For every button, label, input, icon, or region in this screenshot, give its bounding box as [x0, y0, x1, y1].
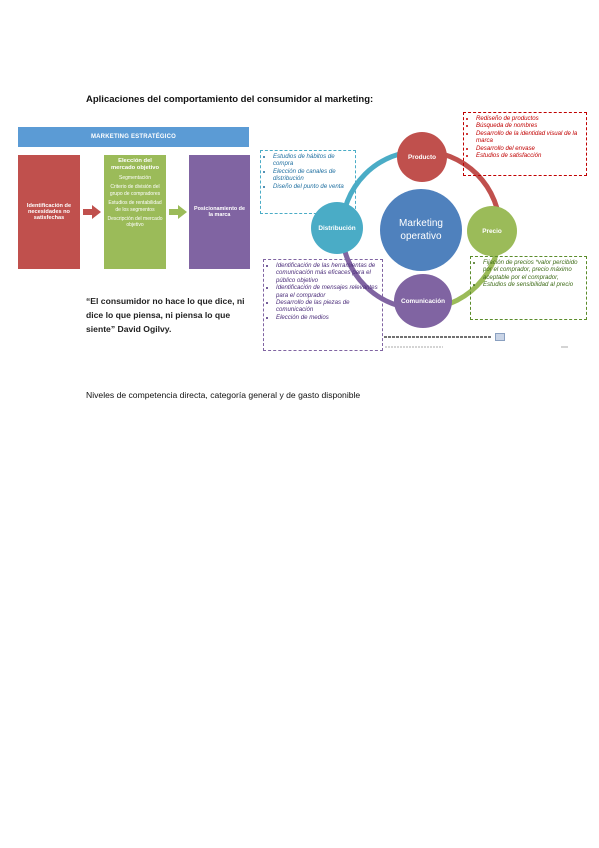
arrow-right-icon [169, 205, 187, 219]
arrow-right-icon [83, 205, 101, 219]
note-item: Rediseño de productos [476, 115, 584, 122]
comunicacion-notes: Identificación de las herramientas de co… [263, 259, 383, 351]
link-badge-icon [495, 333, 505, 341]
comunicacion-node: Comunicación [394, 274, 452, 328]
note-item: Desarrollo de las piezas de comunicación [276, 299, 380, 314]
footer-smudge [385, 345, 445, 350]
section-heading-applications: Aplicaciones del comportamiento del cons… [86, 94, 374, 105]
note-item: Diseño del punto de venta [273, 183, 353, 190]
target-item: Segmentación [119, 175, 151, 181]
precio-node: Precio [467, 206, 517, 256]
note-item: Desarrollo del envase [476, 145, 584, 152]
note-item: Estudios de satisfacción [476, 152, 584, 159]
source-link-smudge [384, 334, 494, 340]
needs-label: Identificación de necesidades no satisfe… [26, 203, 72, 221]
note-item: Identificación de las herramientas de co… [276, 262, 380, 284]
target-item: Estudios de rentabilidad de los segmento… [108, 200, 162, 213]
marketing-operativo-circle: Marketing operativo [380, 189, 462, 271]
note-item: Elección de medios [276, 314, 380, 321]
comunicacion-label: Comunicación [400, 297, 446, 305]
producto-label: Producto [407, 153, 437, 161]
target-item: Criterio de división del grupo de compra… [109, 184, 161, 197]
producto-notes: Rediseño de productos Búsqueda de nombre… [463, 112, 587, 176]
producto-node: Producto [397, 132, 447, 182]
precio-notes: Fijación de precios *valor percibido por… [470, 256, 587, 320]
note-item: Estudios de sensibilidad al precio [483, 281, 584, 288]
note-item: Desarrollo de la identidad visual de la … [476, 130, 584, 145]
footer-page-smudge [561, 345, 569, 350]
precio-label: Precio [482, 227, 502, 235]
ogilvy-quote: “El consumidor no hace lo que dice, ni d… [86, 296, 245, 334]
needs-box: Identificación de necesidades no satisfe… [18, 155, 80, 269]
section-heading-competition: Niveles de competencia directa, categorí… [86, 390, 361, 400]
note-item: Estudios de hábitos de compra [273, 153, 353, 168]
target-title: Elección del mercado objetivo [111, 158, 159, 171]
note-item: Elección de canales de distribución [273, 168, 353, 183]
strategic-banner: MARKETING ESTRATÉGICO [18, 127, 249, 147]
distribucion-node: Distribución [311, 202, 363, 254]
distribucion-notes: Estudios de hábitos de compra Elección d… [260, 150, 356, 214]
target-market-box: Elección del mercado objetivo Segmentaci… [104, 155, 166, 269]
positioning-box: Posicionamiento de la marca [189, 155, 250, 269]
distribucion-label: Distribución [318, 224, 356, 232]
note-item: Búsqueda de nombres [476, 122, 584, 129]
positioning-label: Posicionamiento de la marca [194, 206, 245, 218]
target-item: Descripción del mercado objetivo [107, 216, 163, 229]
center-label: Marketing operativo [399, 218, 443, 242]
note-item: Fijación de precios *valor percibido por… [483, 259, 584, 281]
note-item: Identificación de mensajes relevantes pa… [276, 284, 380, 299]
